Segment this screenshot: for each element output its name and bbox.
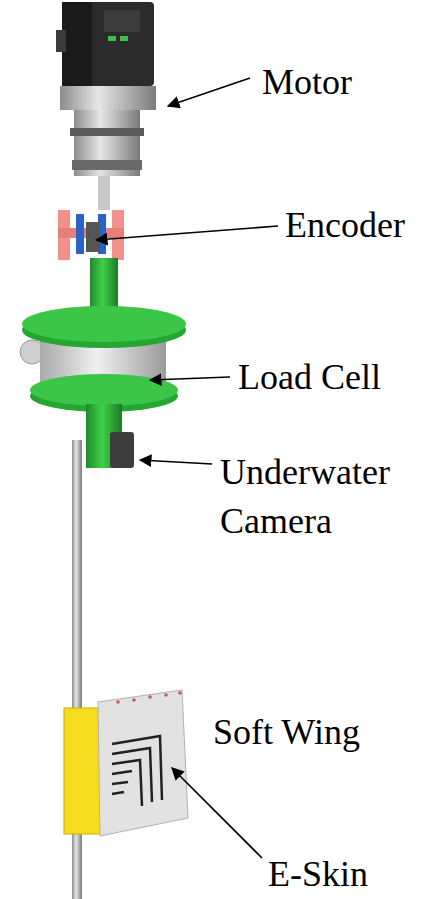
marker-dot: [148, 695, 152, 699]
gearbox-ring: [70, 128, 144, 136]
encoder-disk: [86, 222, 100, 252]
sensor-trace: [112, 782, 128, 784]
load-cell-bottom: [30, 374, 178, 406]
motor-led: [108, 36, 116, 41]
marker-dots: [116, 691, 182, 704]
leader-arrow: [150, 377, 230, 380]
leader-arrow: [96, 226, 278, 240]
e-skin-traces: [112, 736, 162, 806]
sensor-trace: [112, 736, 162, 800]
sensor-trace: [112, 771, 132, 774]
leader-arrow: [140, 460, 212, 464]
marker-dot: [164, 693, 168, 697]
sensor-trace: [112, 792, 124, 794]
motor-connector: [56, 30, 66, 52]
part-label: Encoder: [285, 201, 435, 250]
motor-led: [120, 36, 128, 41]
marker-dot: [178, 691, 182, 695]
part-label: Soft Wing: [213, 708, 433, 757]
motor-body: [62, 2, 154, 86]
part-label: E-Skin: [268, 850, 433, 899]
load-cell-top: [22, 306, 186, 342]
part-label: Motor: [262, 58, 432, 107]
part-label: Underwater Camera: [220, 448, 435, 545]
marker-dot: [116, 700, 120, 704]
gearbox-ring: [72, 160, 142, 170]
motor-shaft: [98, 176, 110, 210]
coupler-column: [90, 258, 118, 308]
sensor-trace: [112, 748, 152, 802]
motor-flange: [60, 86, 156, 110]
motor-driver: [104, 10, 140, 32]
sensor-trace: [112, 760, 142, 806]
marker-dot: [132, 698, 136, 702]
motor-side: [62, 2, 92, 86]
wing-clamp: [64, 708, 102, 834]
leader-arrow: [168, 78, 250, 106]
wing-plate: [98, 690, 188, 836]
leader-arrow: [172, 768, 262, 858]
camera-body: [110, 432, 134, 468]
part-label: Load Cell: [238, 353, 433, 402]
encoder-clip: [76, 214, 84, 254]
